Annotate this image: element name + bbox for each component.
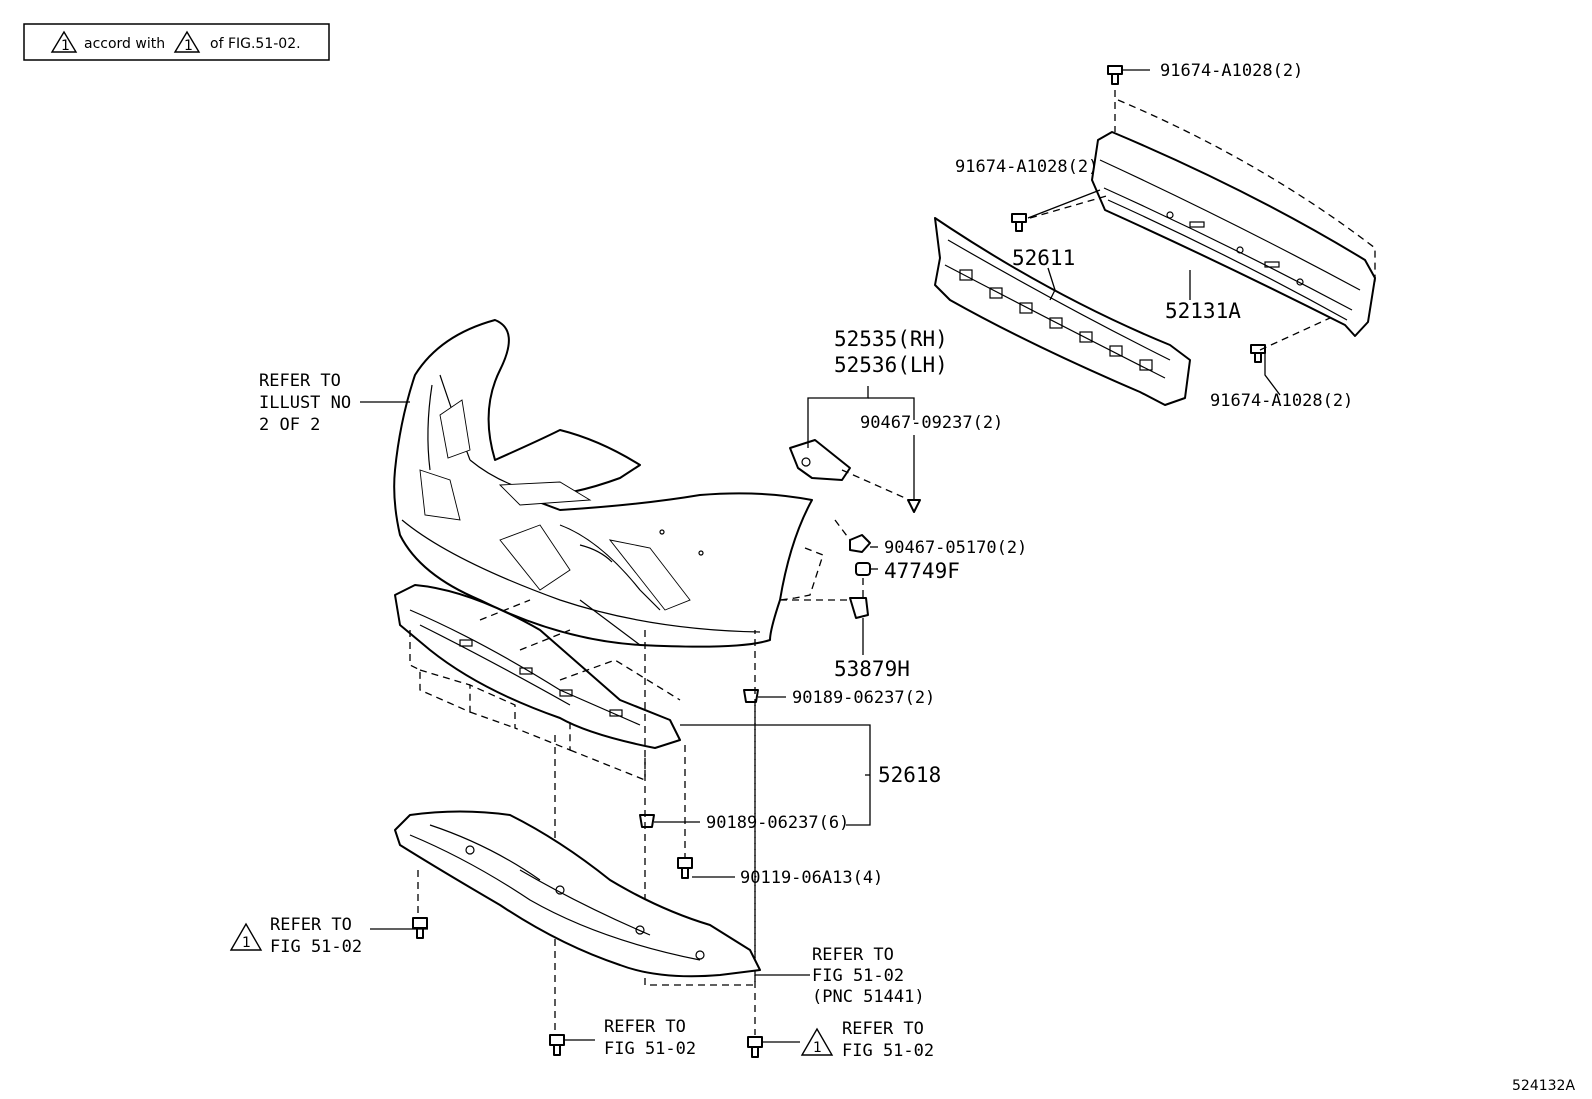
label-90119: 90119-06A13(4) <box>740 868 883 888</box>
screw-90467-09237-icon <box>907 499 921 513</box>
clip-90189-b-icon <box>639 814 655 828</box>
front-bumper-cover <box>393 319 813 648</box>
label-91674-bot: 91674-A1028(2) <box>1210 391 1353 411</box>
note-text-after: of FIG.51-02. <box>210 36 301 52</box>
clip-90467-05170-icon <box>849 534 871 553</box>
label-90467-09237: 90467-09237(2) <box>860 413 1003 433</box>
label-47749f: 47749F <box>884 559 960 583</box>
label-52618: 52618 <box>878 763 941 787</box>
warning-number: 1 <box>61 38 70 54</box>
refer-illust-note: REFER TO ILLUST NO 2 OF 2 <box>259 371 351 435</box>
label-90467-05170: 90467-05170(2) <box>884 538 1027 558</box>
svg-text:REFER TO: REFER TO <box>259 371 341 391</box>
note-ref-number: 1 <box>184 38 193 54</box>
note-box: 1 accord with 1 of FIG.51-02. <box>23 23 330 61</box>
bolt-91674-mid-icon <box>1011 213 1027 232</box>
bolt-91674-top-icon <box>1107 65 1123 85</box>
svg-text:ILLUST NO: ILLUST NO <box>259 393 351 413</box>
svg-text:REFER TO: REFER TO <box>270 915 352 935</box>
refer-bottom-mid-note: REFER TO FIG 51-02 <box>604 1017 696 1059</box>
svg-text:1: 1 <box>242 935 251 951</box>
label-91674-top: 91674-A1028(2) <box>1160 61 1303 81</box>
warning-triangle-icon <box>50 30 78 53</box>
bolt-bottom-mid-icon <box>549 1034 565 1056</box>
label-53879h: 53879H <box>834 657 910 681</box>
label-52611: 52611 <box>1012 246 1075 270</box>
warning-triangle-icon <box>173 30 201 53</box>
svg-text:REFER TO: REFER TO <box>842 1019 924 1039</box>
leader-lines <box>360 69 1281 1043</box>
engine-under-cover <box>394 810 761 978</box>
label-90189-b: 90189-06237(6) <box>706 813 849 833</box>
energy-absorber-52611 <box>934 217 1191 406</box>
label-52535: 52535(RH) <box>834 327 948 351</box>
under-cover-52618 <box>394 584 681 749</box>
svg-text:FIG 51-02: FIG 51-02 <box>842 1041 934 1061</box>
svg-text:2 OF 2: 2 OF 2 <box>259 415 320 435</box>
svg-text:FIG 51-02: FIG 51-02 <box>604 1039 696 1059</box>
label-90189-a: 90189-06237(2) <box>792 688 935 708</box>
figure-id: 524132A <box>1512 1078 1575 1094</box>
warning-triangle-icon <box>800 1027 834 1056</box>
nut-47749f-icon <box>855 562 871 576</box>
svg-text:(PNC 51441): (PNC 51441) <box>812 987 925 1007</box>
svg-text:1: 1 <box>813 1040 822 1056</box>
label-52131a: 52131A <box>1165 299 1241 323</box>
bracket-53879h-icon <box>849 597 869 619</box>
svg-text:FIG 51-02: FIG 51-02 <box>270 937 362 957</box>
refer-left-note: 1 REFER TO FIG 51-02 <box>229 915 362 957</box>
label-91674-mid: 91674-A1028(2) <box>955 157 1098 177</box>
bolt-left-icon <box>412 917 428 939</box>
clip-90189-a-icon <box>743 689 759 703</box>
svg-text:FIG 51-02: FIG 51-02 <box>812 966 904 986</box>
bumper-reinforcement-52131a <box>1091 131 1376 337</box>
refer-pnc-note: REFER TO FIG 51-02 (PNC 51441) <box>812 945 925 1007</box>
label-52536: 52536(LH) <box>834 353 948 377</box>
svg-text:REFER TO: REFER TO <box>604 1017 686 1037</box>
bolt-91674-bot-icon <box>1250 344 1266 363</box>
refer-bottom-right-note: 1 REFER TO FIG 51-02 <box>800 1019 934 1061</box>
note-text-before: accord with <box>84 36 165 52</box>
svg-text:REFER TO: REFER TO <box>812 945 894 965</box>
bolt-90119-icon <box>677 857 693 879</box>
bolt-bottom-right-icon <box>747 1036 763 1058</box>
bumper-side-retainer-52535 <box>789 439 851 481</box>
warning-triangle-icon <box>229 922 263 951</box>
